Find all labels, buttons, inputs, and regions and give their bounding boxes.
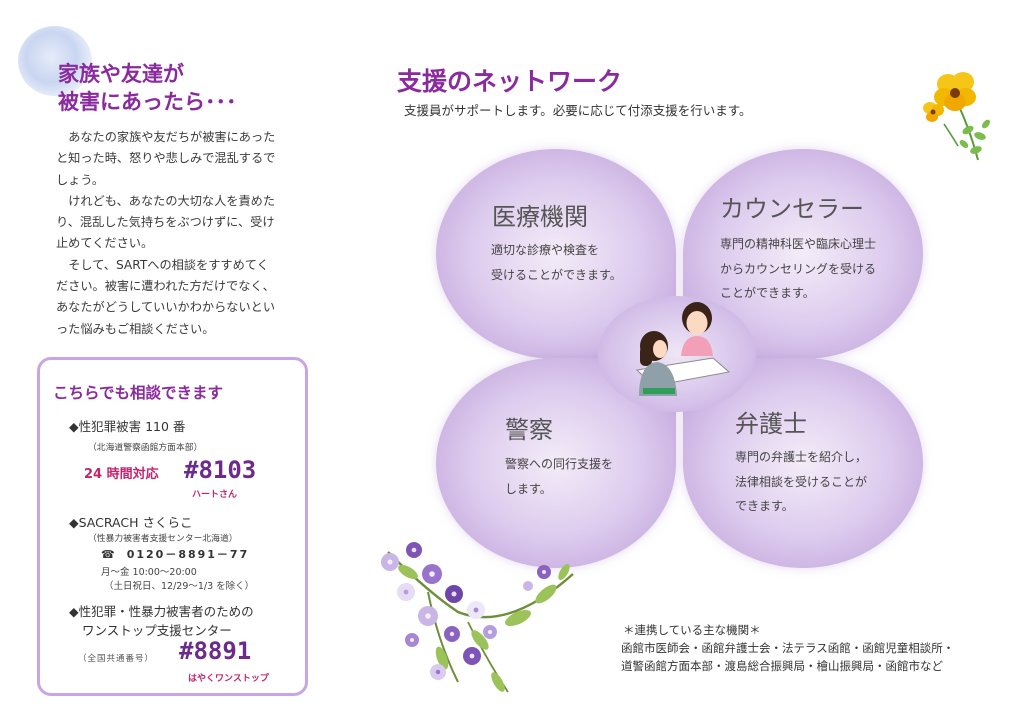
- intro-line: あなたの家族や友だちが被害にあった: [68, 130, 276, 144]
- intro-line: あなたがどうしていいかわからないとい: [56, 300, 276, 315]
- onestop-common-label: （全国共通番号）: [78, 654, 155, 664]
- lawyer-text: 専門の弁護士を紹介し， 法律相談を受けることが できます。: [735, 445, 867, 519]
- medical-title: 医療機関: [492, 203, 588, 231]
- intro-line: り、混乱した気持ちをぶつけずに、受け: [56, 215, 275, 230]
- hotline-name: ◆性犯罪被害 110 番: [69, 419, 186, 434]
- medical-line: 適切な診療や検査を: [491, 243, 600, 257]
- intro-line: しょう。: [56, 172, 105, 187]
- sacrach-hours: 月～金 10:00～20:00: [101, 567, 197, 578]
- partners-heading: ＊連携している主な機関＊: [623, 623, 761, 637]
- sacrach-holidays: （土日祝日、12/29～1/3 を除く）: [104, 581, 255, 592]
- counseling-illustration: [635, 302, 731, 396]
- sacrach-phone[interactable]: 0120－8891－77: [126, 548, 250, 561]
- intro-line: そして、SARTへの相談をすすめてく: [68, 257, 269, 272]
- onestop-name-line2: ワンストップ支援センター: [82, 623, 232, 638]
- intro-line: と知った時、怒りや悲しみで混乱するで: [56, 151, 276, 166]
- sacrach-name: ◆SACRACH さくらこ: [69, 515, 193, 530]
- police-title: 警察: [505, 416, 553, 444]
- police-line: します。: [505, 481, 552, 496]
- counselor-text: 専門の精神科医や臨床心理士 からカウンセリングを受ける ことができます。: [720, 232, 876, 306]
- onestop-number[interactable]: #8891: [179, 637, 252, 665]
- police-line: 警察への同行支援を: [505, 457, 614, 471]
- intro-text: あなたの家族や友だちが被害にあった と知った時、怒りや悲しみで混乱するで しょう…: [56, 127, 302, 340]
- network-subtitle: 支援員がサポートします。必要に応じて付添支援を行います。: [404, 103, 752, 118]
- watercolor-decoration: [18, 26, 92, 96]
- medical-text: 適切な診療や検査を 受けることができます。: [491, 238, 622, 287]
- counselor-title: カウンセラー: [720, 195, 864, 223]
- counselor-line: ことができます。: [720, 286, 815, 301]
- lawyer-line: できます。: [735, 499, 794, 514]
- intro-line: 止めてください。: [56, 236, 154, 251]
- intro-line: ださい。被害に遭われた方だけでなく、: [56, 279, 275, 294]
- left-title: 家族や友達が 被害にあったら･･･: [58, 60, 298, 116]
- hotline-nickname: ハートさん: [192, 490, 238, 500]
- lawyer-title: 弁護士: [735, 410, 807, 438]
- counselor-line: 専門の精神科医や臨床心理士: [720, 237, 877, 251]
- center-disc: [598, 296, 756, 412]
- sacrach-org: （性暴力被害者支援センター北海道）: [88, 534, 238, 544]
- purple-flower-branch-illustration: [381, 542, 574, 693]
- sacrach-phone-line[interactable]: ☎ 0120－8891－77: [101, 546, 249, 562]
- intro-line: った悩みもご相談ください。: [56, 321, 215, 336]
- medical-line: 受けることができます。: [491, 267, 622, 282]
- pansy-flower-icon: [923, 72, 990, 161]
- contact-title: こちらでも相談できます: [53, 384, 224, 402]
- onestop-name-line1: ◆性犯罪・性暴力被害者のための: [69, 604, 254, 619]
- counselor-line: からカウンセリングを受ける: [720, 261, 877, 276]
- network-title: 支援のネットワーク: [397, 67, 623, 96]
- left-title-line1: 家族や友達が: [58, 62, 184, 86]
- hotline-hours-label: 24 時間対応: [84, 467, 159, 482]
- partners-line1: 函館市医師会・函館弁護士会・法テラス函館・函館児童相談所・: [621, 641, 955, 655]
- contact-box: [37, 357, 308, 696]
- lawyer-line: 専門の弁護士を紹介し，: [735, 450, 868, 464]
- police-text: 警察への同行支援を します。: [505, 452, 613, 501]
- left-title-line2: 被害にあったら･･･: [58, 90, 237, 114]
- hotline-org: （北海道警察函館方面本部）: [88, 443, 203, 453]
- partners-line2: 道警函館方面本部・渡島総合振興局・檜山振興局・函館市など: [621, 659, 943, 673]
- phone-icon: ☎: [101, 548, 117, 561]
- intro-line: けれども、あなたの大切な人を責めた: [68, 193, 276, 208]
- onestop-nickname: はやくワンストップ: [188, 674, 269, 684]
- lawyer-line: 法律相談を受けることが: [735, 474, 868, 489]
- hotline-number[interactable]: #8103: [184, 456, 257, 484]
